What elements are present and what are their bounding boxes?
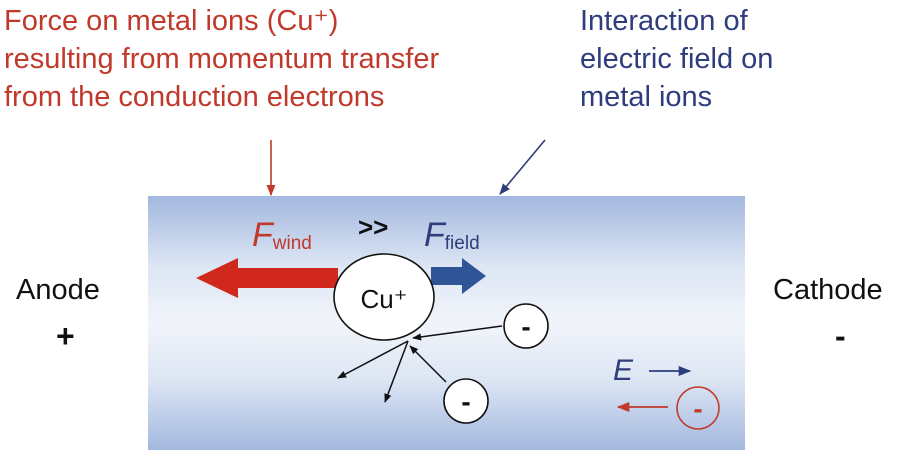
f-wind-symbol: F <box>252 216 275 254</box>
electron-2-label: - <box>461 386 470 417</box>
electron-1-circle <box>503 303 549 349</box>
cu-ion-label: Cu⁺ <box>361 284 408 314</box>
field-symbol: E <box>613 354 634 387</box>
f-field-symbol: F <box>424 216 447 254</box>
anode-sign: + <box>56 318 75 354</box>
wind-caption-line-2: resulting from momentum transfer <box>4 43 440 75</box>
electron-path-incoming-1 <box>412 325 503 341</box>
cathode-label: Cathode <box>773 274 883 306</box>
f-wind-subscript: wind <box>272 233 312 254</box>
field-caption: Interaction of electric field on metal i… <box>580 2 773 116</box>
field-caption-line-1: Interaction of <box>580 5 748 37</box>
f-field-label: Ffield <box>424 216 480 254</box>
anode-label: Anode <box>16 274 100 306</box>
field-pointer-arrow <box>499 139 546 195</box>
cu-ion-circle <box>333 253 435 341</box>
f-field-subscript: field <box>445 233 480 254</box>
electron-2-circle <box>443 378 489 424</box>
field-caption-line-3: metal ions <box>580 81 713 113</box>
wind-caption-line-1: Force on metal ions (Cu⁺) <box>4 5 339 37</box>
cathode-sign: - <box>835 318 846 354</box>
electron-path-incoming-2 <box>409 345 447 383</box>
drift-electron-label: - <box>693 393 702 424</box>
drift-electron-circle <box>676 386 720 430</box>
electron-scatter-path-2 <box>384 340 409 403</box>
electron-1-label: - <box>521 311 530 342</box>
f-wind-arrow <box>196 258 338 298</box>
wind-caption: Force on metal ions (Cu⁺) resulting from… <box>4 2 439 116</box>
f-wind-label: Fwind <box>252 216 312 254</box>
wind-caption-line-3: from the conduction electrons <box>4 81 385 113</box>
field-caption-line-2: electric field on <box>580 43 774 75</box>
comparison-label: >> <box>358 212 388 242</box>
f-field-arrow <box>431 258 486 294</box>
electron-scatter-path-1 <box>337 340 409 379</box>
